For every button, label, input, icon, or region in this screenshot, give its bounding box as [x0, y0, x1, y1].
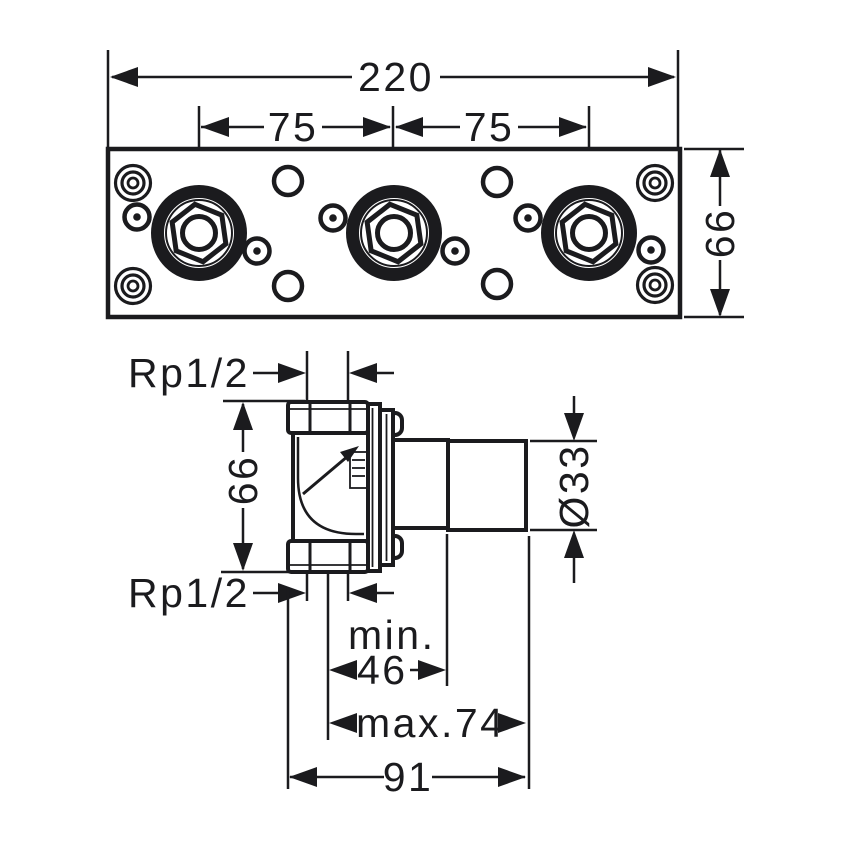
- cartridge-detail: [349, 451, 368, 489]
- thread-label-bottom: Rp1/2: [128, 570, 250, 616]
- arrowhead-right: [498, 713, 526, 733]
- hex-nut-bottom: [286, 539, 370, 574]
- arrowhead-right: [278, 583, 306, 603]
- dim-label-diameter-33: Ø33: [551, 444, 597, 529]
- screw-hole: [242, 236, 272, 266]
- dim-height-66-side: 66: [220, 399, 352, 574]
- arrowhead-left: [349, 583, 377, 603]
- pilot-hole: [480, 267, 514, 301]
- arrowhead-up: [564, 530, 584, 558]
- dim-label-220: 220: [358, 54, 434, 100]
- callout-thread-bottom: Rp1/2: [128, 570, 394, 616]
- screw-hole: [513, 203, 543, 233]
- dim-depth-max-74: max.74: [329, 700, 526, 746]
- dim-label-66-top-view: 66: [697, 208, 743, 259]
- dim-width-220: 220: [106, 50, 680, 147]
- screw-hole: [440, 236, 470, 266]
- arrowhead-down: [710, 289, 730, 317]
- top-view: 220 75 75: [105, 50, 744, 320]
- dim-label-max74: max.74: [356, 700, 505, 746]
- arrowhead-right: [559, 117, 587, 137]
- dim-label-66-side-view: 66: [220, 455, 266, 506]
- arrowhead-left: [201, 117, 229, 137]
- dim-label-46: 46: [357, 647, 408, 693]
- arrowhead-left: [289, 767, 317, 787]
- arrowhead-left: [395, 117, 423, 137]
- thread-label-top: Rp1/2: [128, 350, 250, 396]
- pilot-hole: [271, 269, 305, 303]
- dim-label-91: 91: [383, 754, 434, 800]
- dim-label-75-left: 75: [268, 104, 319, 150]
- dim-label-min: min.: [348, 612, 435, 658]
- dim-label-75-right: 75: [464, 104, 515, 150]
- corner-ring-top-left: [113, 163, 153, 203]
- pilot-hole: [480, 165, 514, 199]
- elbow-inner-wall: [296, 437, 364, 536]
- arrowhead-right: [278, 363, 306, 383]
- arrowhead-left: [329, 660, 357, 680]
- arrowhead-left: [110, 67, 138, 87]
- flow-arrow: [302, 446, 359, 496]
- mounting-plate: [105, 146, 683, 320]
- corner-ring-top-right: [635, 163, 675, 203]
- screw-hole: [122, 202, 152, 232]
- corner-ring-bottom-left: [113, 266, 153, 306]
- arrowhead-right: [418, 660, 446, 680]
- screw-hole: [636, 235, 666, 265]
- arrowhead-left: [329, 713, 357, 733]
- screw-hole: [318, 203, 348, 233]
- callout-thread-top: Rp1/2: [128, 350, 394, 400]
- hex-fitting-center: [346, 185, 442, 281]
- arrowhead-up: [710, 149, 730, 177]
- dim-total-91: 91: [289, 754, 526, 800]
- hex-fitting-right: [541, 185, 637, 281]
- connector-housing: [391, 438, 450, 530]
- spigot: [446, 439, 528, 532]
- valve-assembly: [286, 400, 528, 574]
- arrowhead-left: [349, 363, 377, 383]
- pilot-hole: [271, 164, 305, 198]
- dim-height-66: 66: [684, 147, 744, 319]
- hex-fitting-left: [151, 185, 247, 281]
- hex-nut-top: [286, 400, 370, 435]
- side-view: Rp1/2: [128, 350, 597, 800]
- corner-ring-bottom-right: [635, 265, 675, 305]
- arrowhead-right: [363, 117, 391, 137]
- dim-depth-min-46: min. 46: [329, 612, 446, 693]
- dim-diameter-33: Ø33: [530, 396, 597, 583]
- arrowhead-right: [498, 767, 526, 787]
- arrowhead-right: [648, 67, 676, 87]
- dim-pitch-75: 75 75: [197, 104, 591, 184]
- arrowhead-down: [233, 543, 253, 571]
- arrowhead-down: [564, 413, 584, 441]
- arrowhead-up: [233, 402, 253, 430]
